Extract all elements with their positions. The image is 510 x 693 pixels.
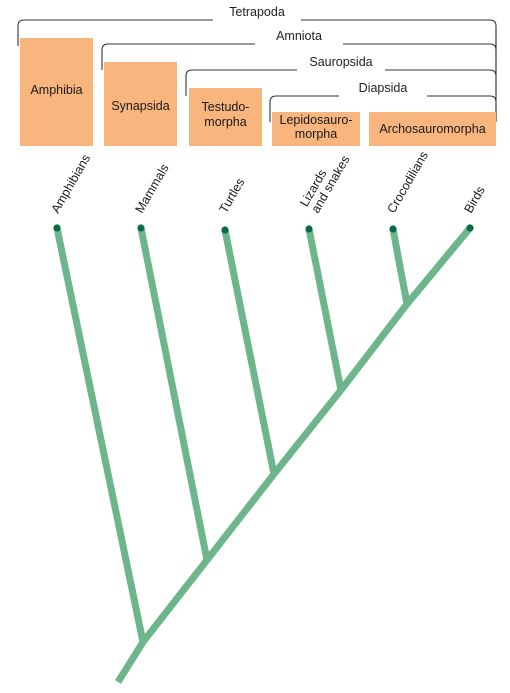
branch-amphibians (53, 227, 147, 643)
bracket-sauropsida-label: Sauropsida (309, 55, 372, 69)
group-label-lepidosauromorpha-line2: morpha (295, 127, 337, 141)
taxon-label-mammals: Mammals (132, 162, 171, 216)
branch-lizards-and-snakes (305, 228, 345, 391)
group-box-synapsida: Synapsida (104, 62, 177, 146)
group-box-testudomorpha: Testudo-morpha (189, 88, 262, 146)
group-label-testudomorpha-line1: Testudo- (202, 100, 250, 114)
branch-crocodilians (389, 228, 411, 305)
bracket-tetrapoda-label: Tetrapoda (229, 5, 285, 19)
group-box-amphibia-fill (20, 38, 93, 146)
tip-dot-turtles (221, 226, 229, 234)
tip-dot-mammals (137, 224, 145, 232)
taxon-crocodilians: Crocodilians (384, 149, 431, 216)
tip-dot-crocodilians (389, 225, 397, 233)
taxon-label-birds: Birds (461, 184, 487, 216)
bracket-sauropsida-label-bg (297, 61, 385, 77)
taxon-label-amphibians: Amphibians (48, 152, 93, 216)
tip-dot-amphibians (53, 224, 61, 232)
taxon-turtles: Turtles (216, 176, 247, 216)
cladogram (53, 224, 474, 684)
branch-trunk-0 (115, 640, 146, 684)
group-label-lepidosauromorpha-line1: Lepidosauro- (280, 113, 353, 127)
bracket-tetrapoda-label-bg (213, 11, 301, 27)
group-box-testudomorpha-fill (189, 88, 262, 146)
tip-dot-lizards-and-snakes (305, 225, 313, 233)
bracket-amniota-label: Amniota (276, 29, 322, 43)
group-label-testudomorpha-line2: morpha (204, 115, 246, 129)
group-label-synapsida: Synapsida (111, 99, 169, 113)
group-box-archosauromorpha-fill (369, 112, 496, 146)
bracket-diapsida-label: Diapsida (359, 81, 408, 95)
group-label-archosauromorpha: Archosauromorpha (379, 122, 485, 136)
bracket-amniota-label-bg (255, 35, 343, 51)
group-box-lepidosauromorpha-fill (272, 112, 360, 146)
bracket-sauropsida: Sauropsida (185, 55, 497, 96)
branch-birds (404, 225, 473, 307)
tip-dot-birds (466, 224, 474, 232)
group-box-lepidosauromorpha: Lepidosauro-morpha (272, 112, 360, 146)
group-box-synapsida-fill (104, 62, 177, 146)
taxon-mammals: Mammals (132, 162, 171, 216)
taxon-amphibians: Amphibians (48, 152, 93, 216)
branch-trunk-6 (271, 387, 344, 477)
branch-trunk-8 (338, 301, 410, 393)
group-label-amphibia: Amphibia (30, 83, 82, 97)
group-box-amphibia: Amphibia (20, 38, 93, 146)
taxon-birds: Birds (461, 184, 487, 216)
branch-turtles (221, 229, 278, 475)
group-box-archosauromorpha: Archosauromorpha (369, 112, 496, 146)
branch-mammals (137, 227, 211, 561)
bracket-diapsida-label-bg (339, 87, 427, 103)
branch-trunk-4 (204, 471, 277, 563)
branch-trunk-2 (140, 557, 210, 645)
bracket-tetrapoda: Tetrapoda (17, 5, 497, 46)
taxon-label-turtles: Turtles (216, 176, 247, 216)
taxon-label-crocodilians: Crocodilians (384, 149, 431, 216)
